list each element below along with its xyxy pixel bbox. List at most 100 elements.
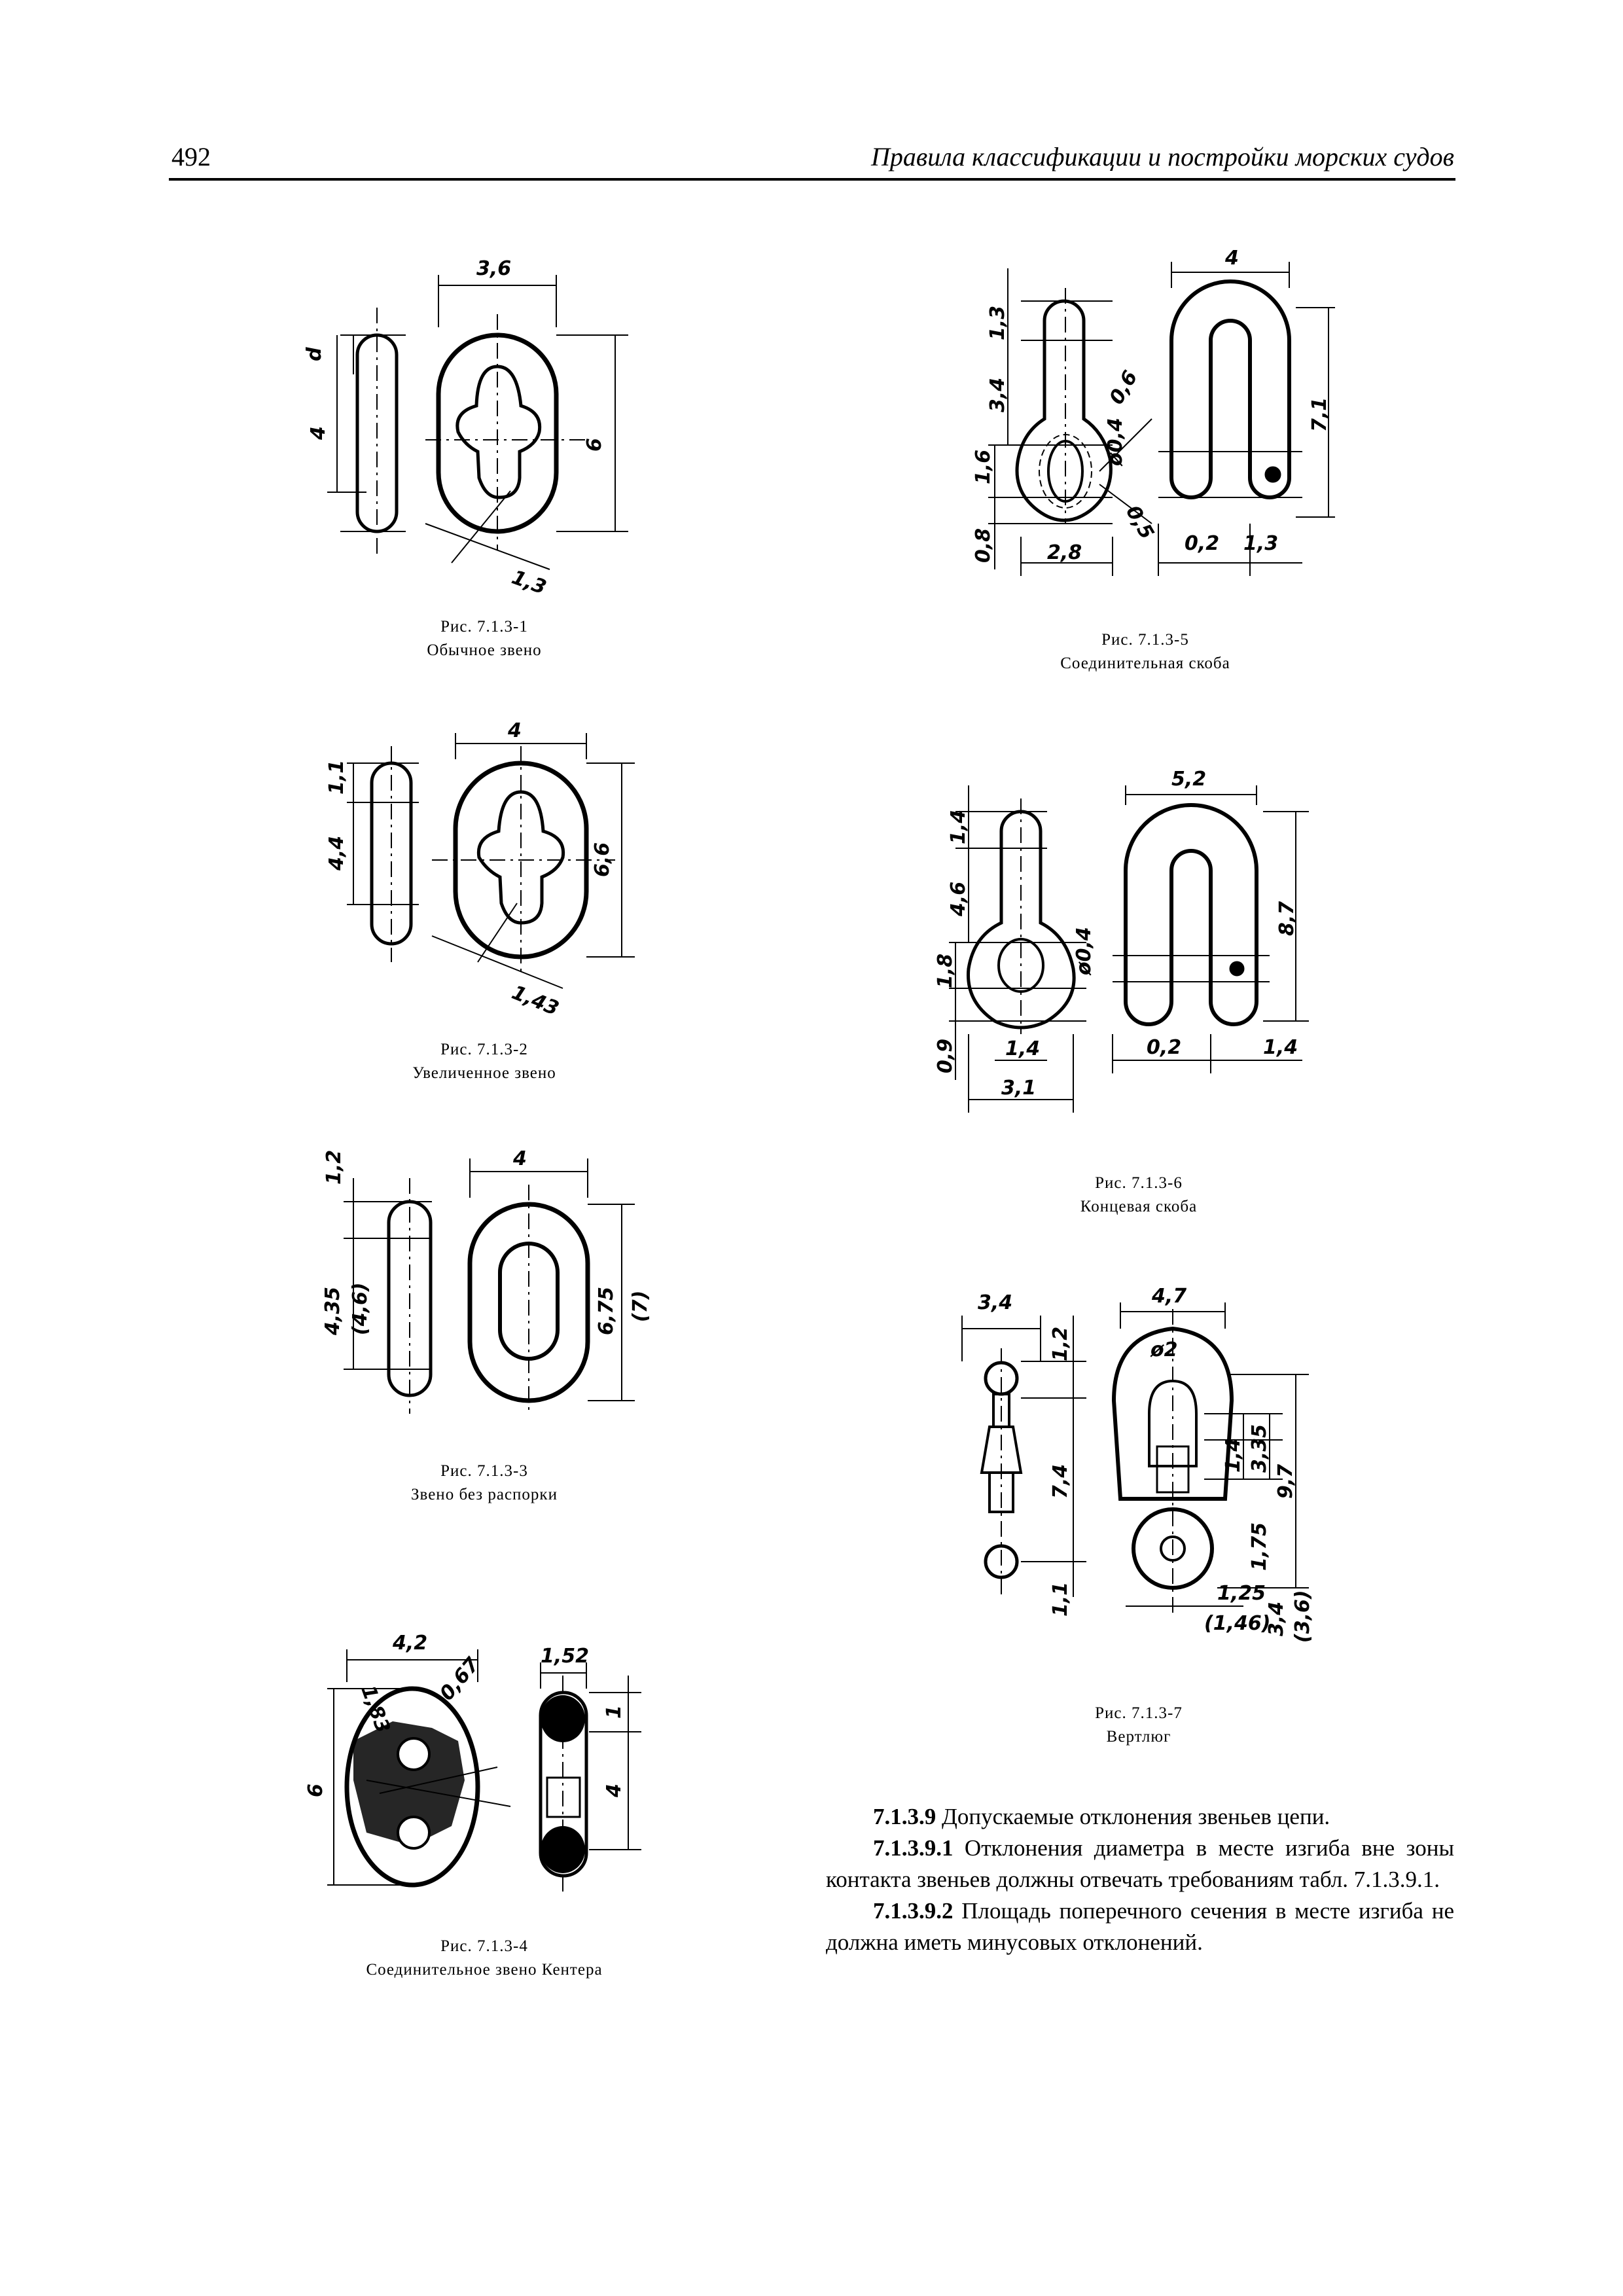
swivel-front-body [1114, 1329, 1232, 1499]
dim-d4: 1,75 [1248, 1522, 1271, 1571]
figure-7-1-3-6-caption: Рис. 7.1.3-6 Концевая скоба [1021, 1172, 1257, 1219]
dim-pitch: 4,4 [325, 836, 348, 871]
dim-width-left: 3,4 [978, 1291, 1012, 1314]
caption-number: Рис. 7.1.3-1 [440, 618, 528, 636]
dim-pitch: 4 [307, 426, 330, 440]
dim-r: 0,6 [1105, 367, 1143, 408]
dim-d5: 1,25 [1217, 1582, 1266, 1605]
caption-title: Концевая скоба [1080, 1198, 1198, 1215]
dim-width: 4 [1224, 247, 1239, 270]
dim-top: 1,3 [986, 306, 1009, 340]
dim-pitch: 4,35 [321, 1287, 344, 1336]
dim-height: 6,75 [595, 1287, 618, 1335]
figure-7-1-3-5-drawing: 4 7,1 1,3 3,4 1,6 0,8 2,8 0,6 ø0,4 0,5 0… [972, 247, 1348, 589]
dim-dia: ø0,4 [1104, 418, 1127, 467]
figure-7-1-3-1-drawing: 3,6 6 d 4 1,3 [303, 257, 628, 600]
dim-d2: 3,35 [1248, 1424, 1271, 1473]
dim-pitch: 3,4 [986, 378, 1009, 412]
dim-top: 1,4 [947, 810, 970, 844]
caption-number: Рис. 7.1.3-6 [1095, 1174, 1183, 1192]
figure-7-1-3-1-caption: Рис. 7.1.3-1 Обычное звено [366, 615, 602, 662]
caption-number: Рис. 7.1.3-3 [440, 1462, 528, 1480]
clause-text: Отклонения диаметра в месте изгиба вне з… [826, 1835, 1454, 1892]
dim-pitch: 4,6 [947, 882, 970, 917]
end-shackle-side-body [969, 812, 1075, 1028]
dim-d5-alt: (1,46) [1204, 1612, 1270, 1635]
clause-number: 7.1.3.9.1 [873, 1835, 954, 1861]
dim-top: 1 [603, 1705, 626, 1719]
dim-bottom: 0,8 [972, 528, 995, 563]
figure-7-1-3-4-caption: Рис. 7.1.3-4 Соединительное звено Кентер… [314, 1935, 654, 1982]
dim-width: 4 [512, 1147, 527, 1170]
dim-gap: 0,2 [1147, 1036, 1181, 1059]
dim-radius: 1,3 [508, 566, 549, 600]
caption-title: Звено без распорки [411, 1486, 558, 1503]
paragraph-7-1-3-9-2: 7.1.3.9.2 Площадь поперечного сечения в … [826, 1895, 1454, 1958]
kenter-hatch [353, 1721, 465, 1846]
dim-hole: 1,6 [972, 450, 995, 484]
dim-height-alt: (7) [629, 1291, 652, 1322]
clause-text: Площадь поперечного сечения в месте изги… [826, 1898, 1454, 1955]
dim-inner: 1,4 [1005, 1037, 1040, 1060]
body-text: 7.1.3.9 Допускаемые отклонения звеньев ц… [826, 1801, 1454, 1958]
dim-height: 7,1 [1308, 397, 1331, 432]
clause-text: Допускаемые отклонения звеньев цепи. [936, 1804, 1330, 1829]
figure-7-1-3-7-caption: Рис. 7.1.3-7 Вертлюг [1021, 1702, 1257, 1749]
dim-width: 4,2 [392, 1632, 427, 1655]
dim-radius: 1,43 [508, 981, 562, 1020]
figure-7-1-3-2-drawing: 4 6,6 1,1 4,4 1,43 [325, 719, 654, 1020]
dim-thickness: 1,52 [541, 1645, 589, 1668]
dim-gap: 0,2 [1185, 532, 1219, 555]
dim-end: 1,3 [1243, 532, 1278, 555]
dim-d: d [303, 347, 326, 361]
dim-d6-alt: (3,6) [1291, 1590, 1314, 1643]
swivel-front-ring [1133, 1509, 1212, 1588]
dim-dia: ø2 [1150, 1338, 1177, 1361]
figure-7-1-3-5-caption: Рис. 7.1.3-5 Соединительная скоба [1014, 628, 1276, 675]
dim-r2: 0,67 [435, 1653, 484, 1705]
caption-title: Соединительная скоба [1060, 655, 1230, 672]
dim-hole: 1,8 [934, 954, 957, 988]
caption-number: Рис. 7.1.3-4 [440, 1937, 528, 1955]
dim-r2: 0,5 [1121, 502, 1158, 544]
dim-d3: 9,7 [1274, 1464, 1297, 1499]
dim-pitch: 7,4 [1049, 1464, 1072, 1499]
dim-d6: 3,4 [1265, 1602, 1288, 1636]
dim-bottom: 1,1 [1049, 1582, 1072, 1617]
figure-7-1-3-7-drawing: 3,4 1,2 7,4 1,1 4,7 ø2 1,4 3,35 9,7 1,75… [942, 1285, 1314, 1643]
figure-7-1-3-3-drawing: 4 6,75 (7) 1,2 4,35 (4,6) [321, 1147, 652, 1420]
dim-height: 8,7 [1275, 901, 1298, 936]
figure-7-1-3-4-drawing: 4,2 6 1,83 0,67 1,52 1 4 [304, 1632, 654, 1911]
dim-height: 6 [583, 438, 606, 452]
dim-bottom: 0,9 [934, 1039, 957, 1073]
dim-width-right: 4,7 [1151, 1285, 1186, 1308]
caption-title: Увеличенное звено [412, 1064, 556, 1082]
dim-height: 6 [304, 1784, 327, 1797]
caption-title: Обычное звено [427, 641, 542, 659]
dim-base: 3,1 [1001, 1077, 1036, 1100]
figure-7-1-3-2-caption: Рис. 7.1.3-2 Увеличенное звено [366, 1038, 602, 1085]
dim-pitch-alt: (4,6) [349, 1282, 372, 1335]
page-number: 492 [171, 142, 211, 171]
running-title: Правила классификации и постройки морски… [870, 142, 1454, 171]
swivel-side-bottom-eye [986, 1546, 1017, 1577]
dim-end: 1,4 [1263, 1036, 1298, 1059]
dim-top: 1,1 [325, 760, 348, 795]
dim-top: 1,2 [323, 1150, 346, 1185]
clause-number: 7.1.3.9.2 [873, 1898, 954, 1924]
link-stud [457, 367, 540, 497]
end-shackle-front-body [1126, 805, 1257, 1024]
dim-height: 6,6 [591, 842, 614, 877]
figure-7-1-3-3-caption: Рис. 7.1.3-3 Звено без распорки [366, 1460, 602, 1507]
dim-dia: ø0,4 [1073, 927, 1096, 976]
caption-title: Вертлюг [1106, 1728, 1171, 1746]
dim-width: 3,6 [476, 257, 511, 280]
dim-width: 5,2 [1171, 768, 1206, 791]
figure-7-1-3-6-drawing: 5,2 8,7 1,4 4,6 1,8 0,9 1,4 3,1 ø0,4 0,2… [934, 768, 1322, 1126]
caption-number: Рис. 7.1.3-2 [440, 1041, 528, 1058]
dim-width: 4 [507, 719, 522, 742]
caption-number: Рис. 7.1.3-5 [1101, 631, 1189, 649]
dim-pitch: 4 [603, 1784, 626, 1798]
shackle-front-body [1171, 281, 1289, 497]
shackle-side-body [1017, 301, 1111, 520]
